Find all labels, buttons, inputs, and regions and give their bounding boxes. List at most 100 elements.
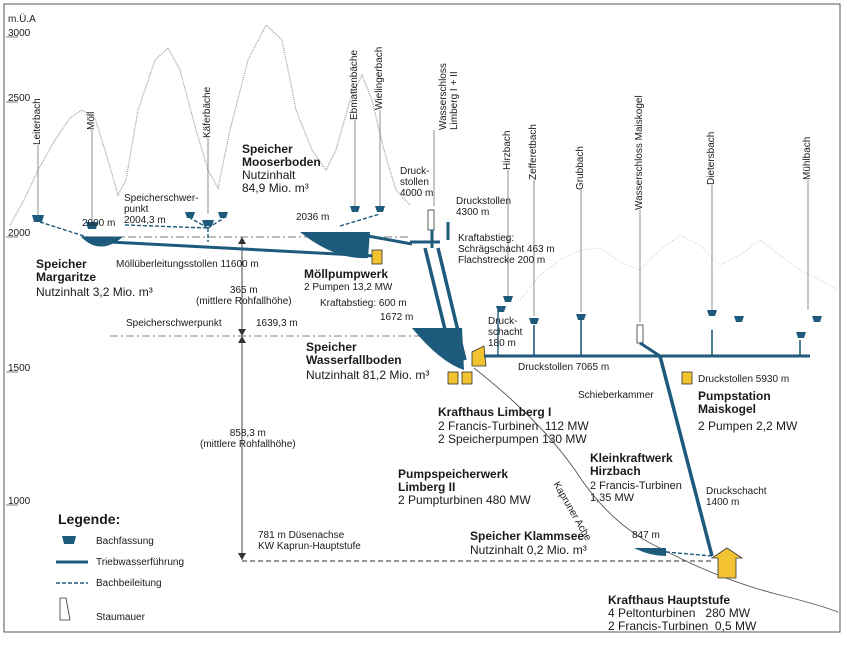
stream-label-wasserschloss-limberg: Wasserschloss Limberg I + II	[438, 63, 460, 130]
limberg1-title: Krafthaus Limberg I	[438, 405, 552, 419]
moellpumpwerk-detail: 2 Pumpen 13,2 MW	[304, 282, 393, 293]
kaefer-branch-right	[207, 217, 225, 229]
stream-label-wasserschloss-maiskogel: Wasserschloss Maiskogel	[634, 95, 645, 210]
druckstollen-4300-label: Druckstollen 4300 m	[456, 196, 512, 218]
limberg-1-station	[447, 371, 459, 385]
druckstollen-4000-label: Druck- stollen 4000 m	[400, 166, 434, 199]
schieberkammer-label: Schieberkammer	[578, 390, 654, 401]
margaritze-volume: Nutzinhalt 3,2 Mio. m³	[36, 285, 153, 299]
moelluberleitung-label: Möllüberleitungsstollen 11600 m	[116, 259, 259, 270]
klammsee-volume: Nutzinhalt 0,2 Mio. m³	[470, 543, 587, 557]
druckstollen-5930-label: Druckstollen 5930 m	[698, 374, 790, 385]
stollen-to-limberg	[367, 234, 413, 246]
intake-icon	[796, 332, 806, 338]
stream-label-hirzbach: Hirzbach	[502, 130, 513, 170]
intake-icon	[812, 316, 822, 322]
axis-tick-1000: 1000	[8, 496, 31, 507]
ebmatten-intake-line	[339, 213, 381, 227]
legend-item-bachbeileitung: Bachbeileitung	[96, 578, 162, 589]
legend-item-triebwasser: Triebwasserführung	[96, 557, 185, 568]
limberg2-detail: 2 Pumpturbinen 480 MW	[398, 493, 531, 507]
duesenachse-label: 781 m Düsenachse KW Kaprun-Hauptstufe	[258, 530, 361, 552]
axis-tick-3000: 3000	[8, 28, 31, 39]
mooserboden-level: 2036 m	[296, 212, 330, 223]
axis-tick-1500: 1500	[8, 363, 31, 374]
moellpumpwerk-title: Möllpumpwerk	[304, 267, 389, 281]
stream-label-leiterbach: Leiterbach	[32, 98, 43, 145]
stream-label-zefferetbach: Zefferetbach	[528, 124, 539, 180]
intake-icon	[32, 215, 44, 222]
stream-leaders	[37, 110, 809, 322]
speicherschwerpunkt-label: Speicherschwerpunkt	[126, 318, 222, 329]
intake-icon	[86, 222, 98, 229]
kaefer-intake-line	[124, 224, 209, 229]
schwerpunkt-upper: Speicherschwer- punkt 2004,3 m	[124, 193, 199, 226]
stream-label-moell: Möll	[86, 111, 97, 130]
pumpstation-title: Pumpstation Maiskogel	[698, 389, 771, 416]
wasserschloss-maiskogel	[636, 324, 644, 344]
mountain-profile-right	[519, 234, 839, 301]
intake-icon	[375, 206, 385, 212]
arrow-head-down-2	[238, 553, 246, 560]
axis-tick-2000: 2000	[8, 228, 31, 239]
intake-icon	[218, 212, 228, 218]
intake-icon	[350, 206, 360, 212]
intake-icon	[202, 220, 214, 226]
limberg1-detail: 2 Francis-Turbinen 112 MW 2 Speicherpump…	[438, 419, 589, 446]
pumpstation-maiskogel	[681, 371, 693, 385]
frame-border	[3, 3, 841, 633]
kraftabstieg-upper-label: Kraftabstieg: Schrägschacht 463 m Flachs…	[458, 233, 555, 266]
reservoir-wasserfallboden	[412, 328, 464, 370]
stream-label-ebmattenbaeche: Ebmattenbäche	[349, 49, 360, 120]
limberg2-title: Pumpspeicherwerk Limberg II	[398, 467, 509, 494]
kraftabstieg-lower-label: Kraftabstieg: 600 m	[320, 298, 407, 309]
axis-unit: m.Ü.A	[8, 14, 36, 25]
wasserschloss-maiskogel-link	[639, 341, 661, 358]
intake-icon	[496, 306, 506, 312]
moellpumpwerk-station	[371, 249, 383, 265]
reservoir-margaritze	[80, 236, 124, 247]
schwerpunkt-1639-label: 1639,3 m	[256, 318, 298, 329]
arrow-head-up-2	[238, 336, 246, 343]
intake-icon	[503, 296, 513, 302]
mooserboden-volume: Nutzinhalt 84,9 Mio. m³	[242, 168, 309, 195]
level-1672-label: 1672 m	[380, 312, 414, 323]
legend-title: Legende:	[58, 511, 121, 527]
legend-item-bachfassung: Bachfassung	[96, 536, 154, 547]
druckstollen-7065-label: Druckstollen 7065 m	[518, 362, 610, 373]
hirzbach-kw-title: Kleinkraftwerk Hirzbach	[590, 451, 673, 478]
kapruner-ache-river	[473, 367, 839, 613]
arrow-head-up	[238, 237, 246, 244]
klammsee-level: 847 m	[632, 530, 660, 541]
druckschacht-1400-label: Druckschacht 1400 m	[706, 486, 767, 508]
limberg-station-top	[471, 345, 487, 367]
kaefer-branch-left	[189, 217, 209, 229]
legend-item-staumauer: Staumauer	[96, 612, 145, 623]
hauptstufe-title: Krafthaus Hauptstufe	[608, 593, 731, 607]
stream-label-kaeferbaeche: Käferbäche	[202, 86, 213, 138]
druckschacht-1400	[658, 355, 714, 557]
intake-icon	[185, 212, 195, 218]
wasserfallboden-volume: Nutzinhalt 81,2 Mio. m³	[306, 368, 430, 382]
druckschacht-180-label: Druck- schacht 180 m	[488, 316, 523, 349]
fallhoehe-365-label: 365 m (mittlere Rohfallhöhe)	[196, 285, 292, 307]
hauptstufe-station	[710, 547, 744, 579]
intake-icon	[529, 318, 539, 324]
klammsee-title: Speicher Klammsee	[470, 529, 585, 543]
reservoir-klammsee	[634, 548, 666, 556]
moell-gallery	[109, 240, 376, 258]
intake-cups	[32, 206, 822, 338]
mooserboden-title: Speicher Mooserboden	[242, 142, 321, 169]
arrow-head-down	[238, 329, 246, 336]
legend-dam-icon	[59, 597, 71, 621]
stream-label-dietersbach: Dietersbach	[706, 131, 717, 185]
intake-icon	[707, 310, 717, 316]
intake-icon	[576, 314, 586, 320]
leiterbach-intake-line	[39, 221, 91, 239]
intake-icon	[734, 316, 744, 322]
klammsee-link	[665, 551, 713, 557]
fallhoehe-858-label: 858,3 m (mittlere Rohfallhöhe)	[200, 428, 296, 450]
limberg-2-station	[461, 371, 473, 385]
hauptstufe-detail: 4 Peltonturbinen 280 MW 2 Francis-Turbin…	[608, 606, 757, 633]
